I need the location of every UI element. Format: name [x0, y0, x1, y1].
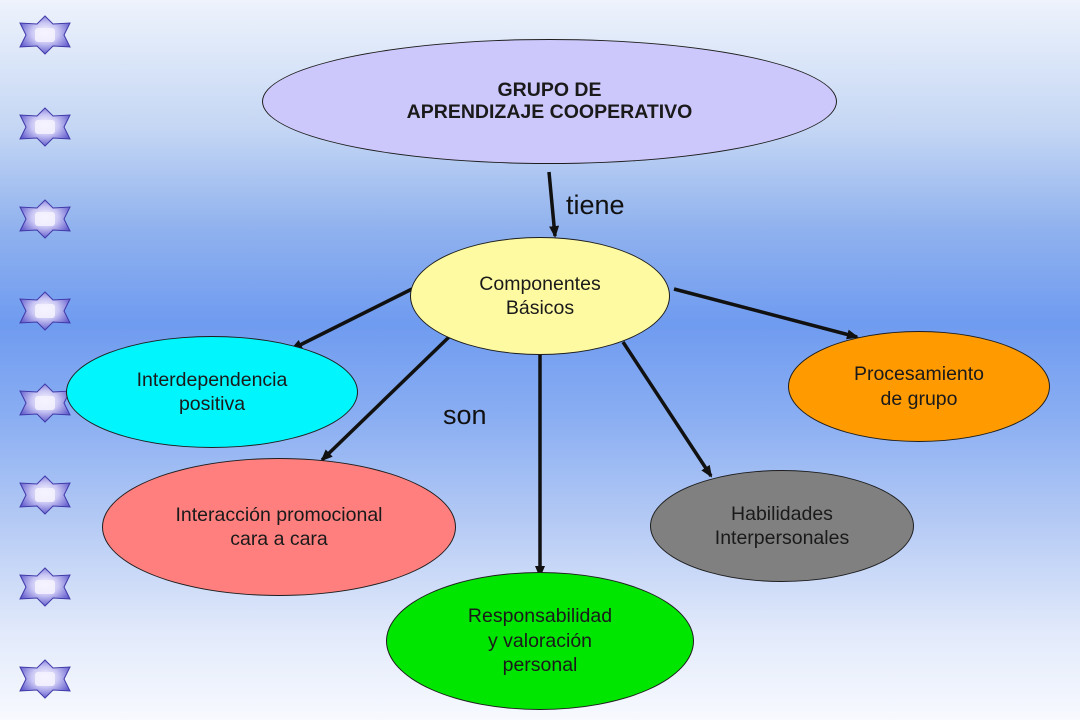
- star-bullet-icon: [18, 291, 72, 331]
- arrow-to-interdependence: [290, 287, 413, 351]
- star-bullet-icon: [18, 567, 72, 607]
- node-promotional-interaction: Interacción promocional cara a cara: [102, 458, 456, 596]
- star-bullet-icon: [18, 15, 72, 55]
- node-cooperative-learning-group: GRUPO DE APRENDIZAJE COOPERATIVO: [262, 39, 837, 164]
- link-label-son: son: [443, 400, 487, 430]
- arrow-to-processing: [673, 287, 859, 340]
- node-positive-interdependence: Interdependencia positiva: [66, 336, 358, 448]
- link-label-tiene: tiene: [566, 190, 625, 220]
- node-personal-responsibility: Responsabilidad y valoración personal: [386, 572, 694, 710]
- node-basic-components: Componentes Básicos: [410, 237, 670, 355]
- star-bullet-icon: [18, 659, 72, 699]
- star-bullet-icon: [18, 199, 72, 239]
- node-interpersonal-skills: Habilidades Interpersonales: [650, 470, 914, 582]
- star-bullet-icon: [18, 475, 72, 515]
- arrow-to-skills: [621, 341, 713, 478]
- star-bullet-icon: [18, 107, 72, 147]
- node-group-processing: Procesamiento de grupo: [788, 331, 1050, 442]
- arrow-to-promotional: [320, 335, 451, 462]
- star-bullet-icon: [18, 383, 72, 423]
- arrow-main-to-components: [547, 171, 560, 238]
